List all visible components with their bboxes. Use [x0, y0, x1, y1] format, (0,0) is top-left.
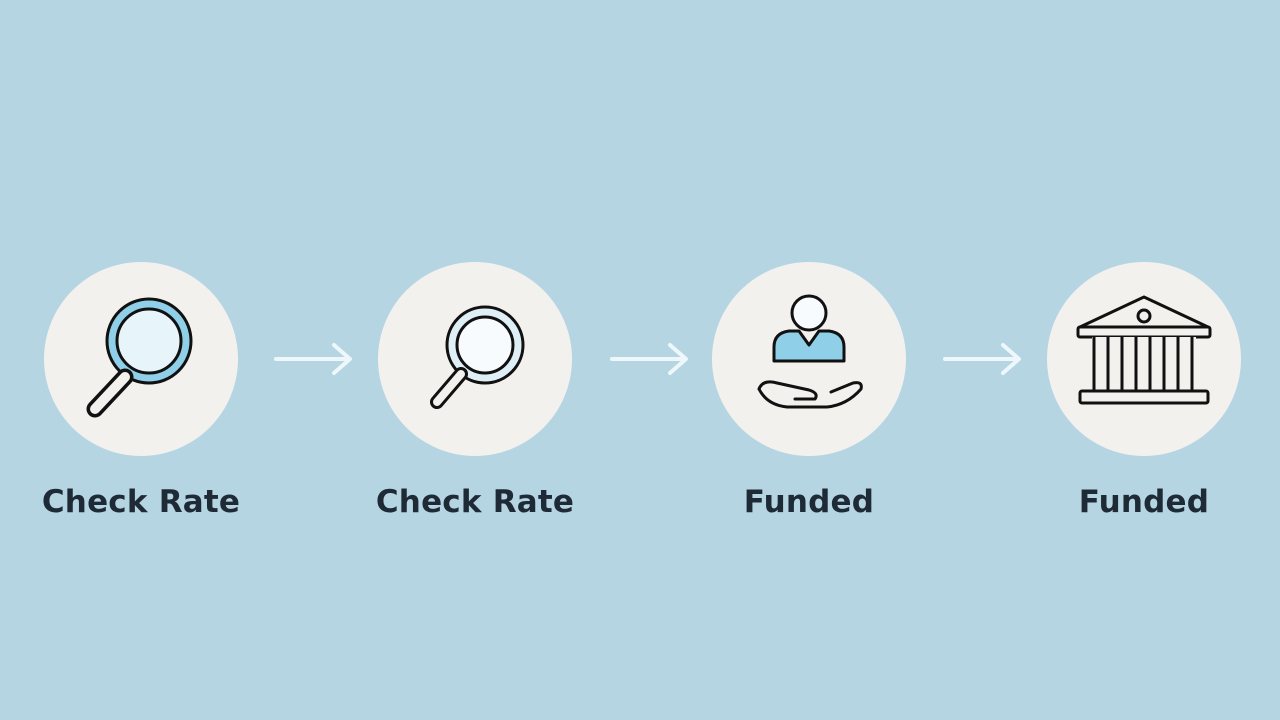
step-1-label: Check Rate [41, 484, 241, 520]
step-2: Check Rate [345, 262, 605, 522]
step-3-label: Funded [743, 484, 875, 520]
arrow-3 [941, 341, 1025, 377]
arrow-right-icon [610, 343, 688, 375]
step-3: Funded [679, 262, 939, 522]
arrow-right-icon [943, 343, 1021, 375]
step-1-circle [44, 262, 238, 456]
arrow-right-icon [274, 343, 352, 375]
person-on-hand-icon [757, 294, 863, 409]
arrow-1 [272, 341, 356, 377]
bank-building-icon [1076, 295, 1212, 405]
step-4-circle [1047, 262, 1241, 456]
arrow-2 [608, 341, 692, 377]
step-2-circle [378, 262, 572, 456]
step-3-circle [712, 262, 906, 456]
step-1: Check Rate [11, 262, 271, 522]
magnifier-icon [86, 297, 193, 418]
step-4: Funded [1014, 262, 1274, 522]
step-4-label: Funded [1078, 484, 1210, 520]
step-2-label: Check Rate [375, 484, 575, 520]
magnifier-icon [430, 305, 525, 409]
